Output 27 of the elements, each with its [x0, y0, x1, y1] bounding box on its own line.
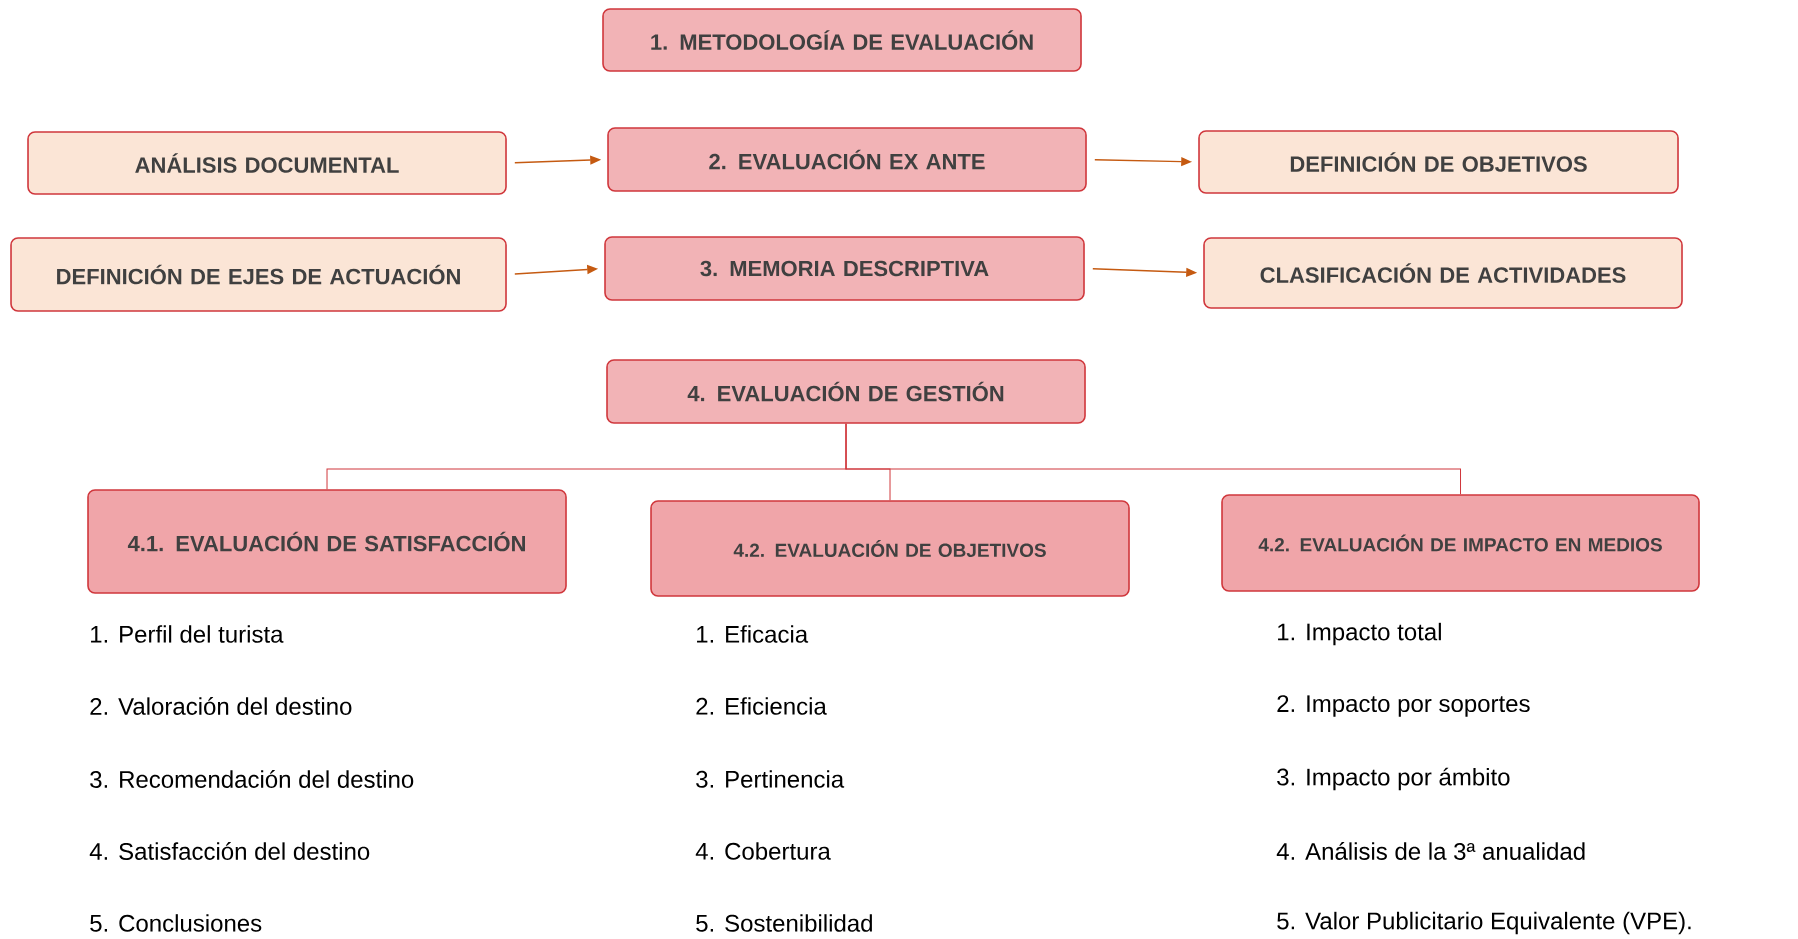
list-item: 3. Impacto por ámbito: [1277, 767, 1510, 791]
process-box: CLASIFICACIÓN DE ACTIVIDADES: [1203, 237, 1683, 309]
list-item: 2. Impacto por soportes: [1277, 695, 1530, 717]
process-box: 1. METODOLOGÍA DE EVALUACIÓN: [602, 8, 1082, 72]
process-box: 4.2. EVALUACIÓN DE OBJETIVOS: [650, 500, 1130, 597]
list-item: 1. Perfil del turista: [91, 625, 284, 643]
list-item: 2. Valoración del destino: [90, 697, 352, 715]
list-item: 5. Conclusiones: [90, 914, 262, 932]
list-item: 2. Eficiencia: [696, 697, 827, 715]
list-item: 1. Impacto total: [1278, 622, 1441, 646]
list-item: 3. Recomendación del destino: [90, 770, 414, 788]
process-box: DEFINICIÓN DE EJES DE ACTUACIÓN: [10, 237, 507, 312]
process-box: DEFINICIÓN DE OBJETIVOS: [1198, 130, 1679, 194]
connector-line: [845, 423, 1461, 495]
list-item: 4. Análisis de la 3ª anualidad: [1276, 842, 1585, 860]
list-item: 4. Satisfacción del destino: [89, 842, 370, 860]
process-box: 4. EVALUACIÓN DE GESTIÓN: [606, 359, 1086, 424]
list-item: 4. Cobertura: [695, 842, 831, 860]
list-item: 1. Eficacia: [697, 625, 809, 643]
process-box: 4.2. EVALUACIÓN DE IMPACTO EN MEDIOS: [1221, 494, 1700, 592]
process-box: 3. MEMORIA DESCRIPTIVA: [604, 236, 1085, 301]
process-box: ANÁLISIS DOCUMENTAL: [27, 131, 507, 195]
process-box: 2. EVALUACIÓN EX ANTE: [607, 127, 1087, 192]
list-item: 5. Valor Publicitario Equivalente (VPE).: [1277, 911, 1691, 935]
process-box: 4.1. EVALUACIÓN DE SATISFACCIÓN: [87, 489, 567, 594]
list-item: 5. Sostenibilidad: [696, 914, 872, 932]
list-item: 3. Pertinencia: [696, 770, 845, 788]
